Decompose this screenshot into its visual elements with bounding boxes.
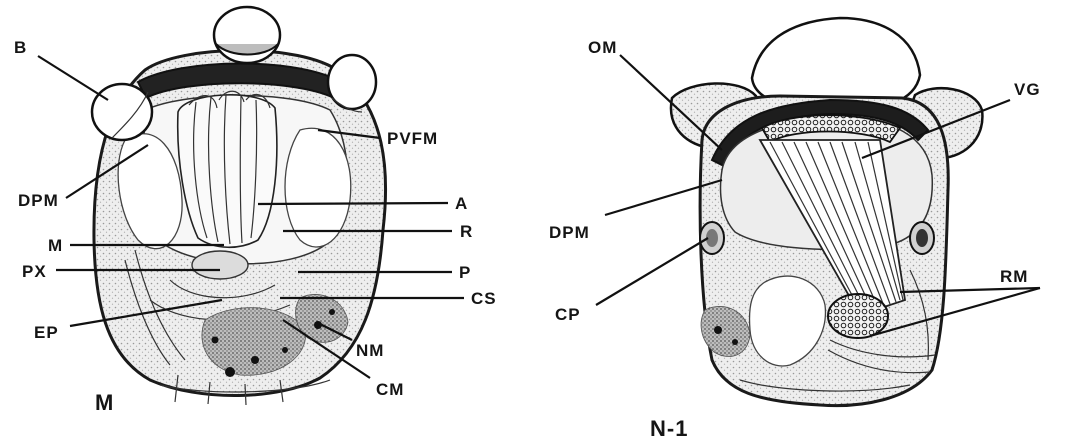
caption-m: M	[95, 390, 114, 415]
label-cs: CS	[471, 289, 497, 308]
label-ep: EP	[34, 323, 59, 342]
label-vg: VG	[1014, 80, 1041, 99]
label-pvfm: PVFM	[387, 129, 438, 148]
pharynx-m	[192, 251, 248, 279]
label-p: P	[459, 263, 471, 282]
antenna-fingers-m	[178, 91, 277, 247]
label-m: M	[48, 236, 63, 255]
label-cm: CM	[376, 380, 404, 399]
figure-n1	[671, 18, 982, 406]
disk-n1	[828, 294, 888, 338]
label-dpm-n1: DPM	[549, 223, 590, 242]
label-b: B	[14, 38, 27, 57]
right-muscle-m	[285, 128, 351, 247]
label-a: A	[455, 194, 468, 213]
label-px: PX	[22, 262, 47, 281]
label-dpm-m: DPM	[18, 191, 59, 210]
label-om: OM	[588, 38, 617, 57]
caption-n1: N-1	[650, 416, 688, 441]
label-rm: RM	[1000, 267, 1028, 286]
figure-m	[92, 7, 386, 405]
label-r: R	[460, 222, 473, 241]
label-nm: NM	[356, 341, 384, 360]
label-cp: CP	[555, 305, 581, 324]
